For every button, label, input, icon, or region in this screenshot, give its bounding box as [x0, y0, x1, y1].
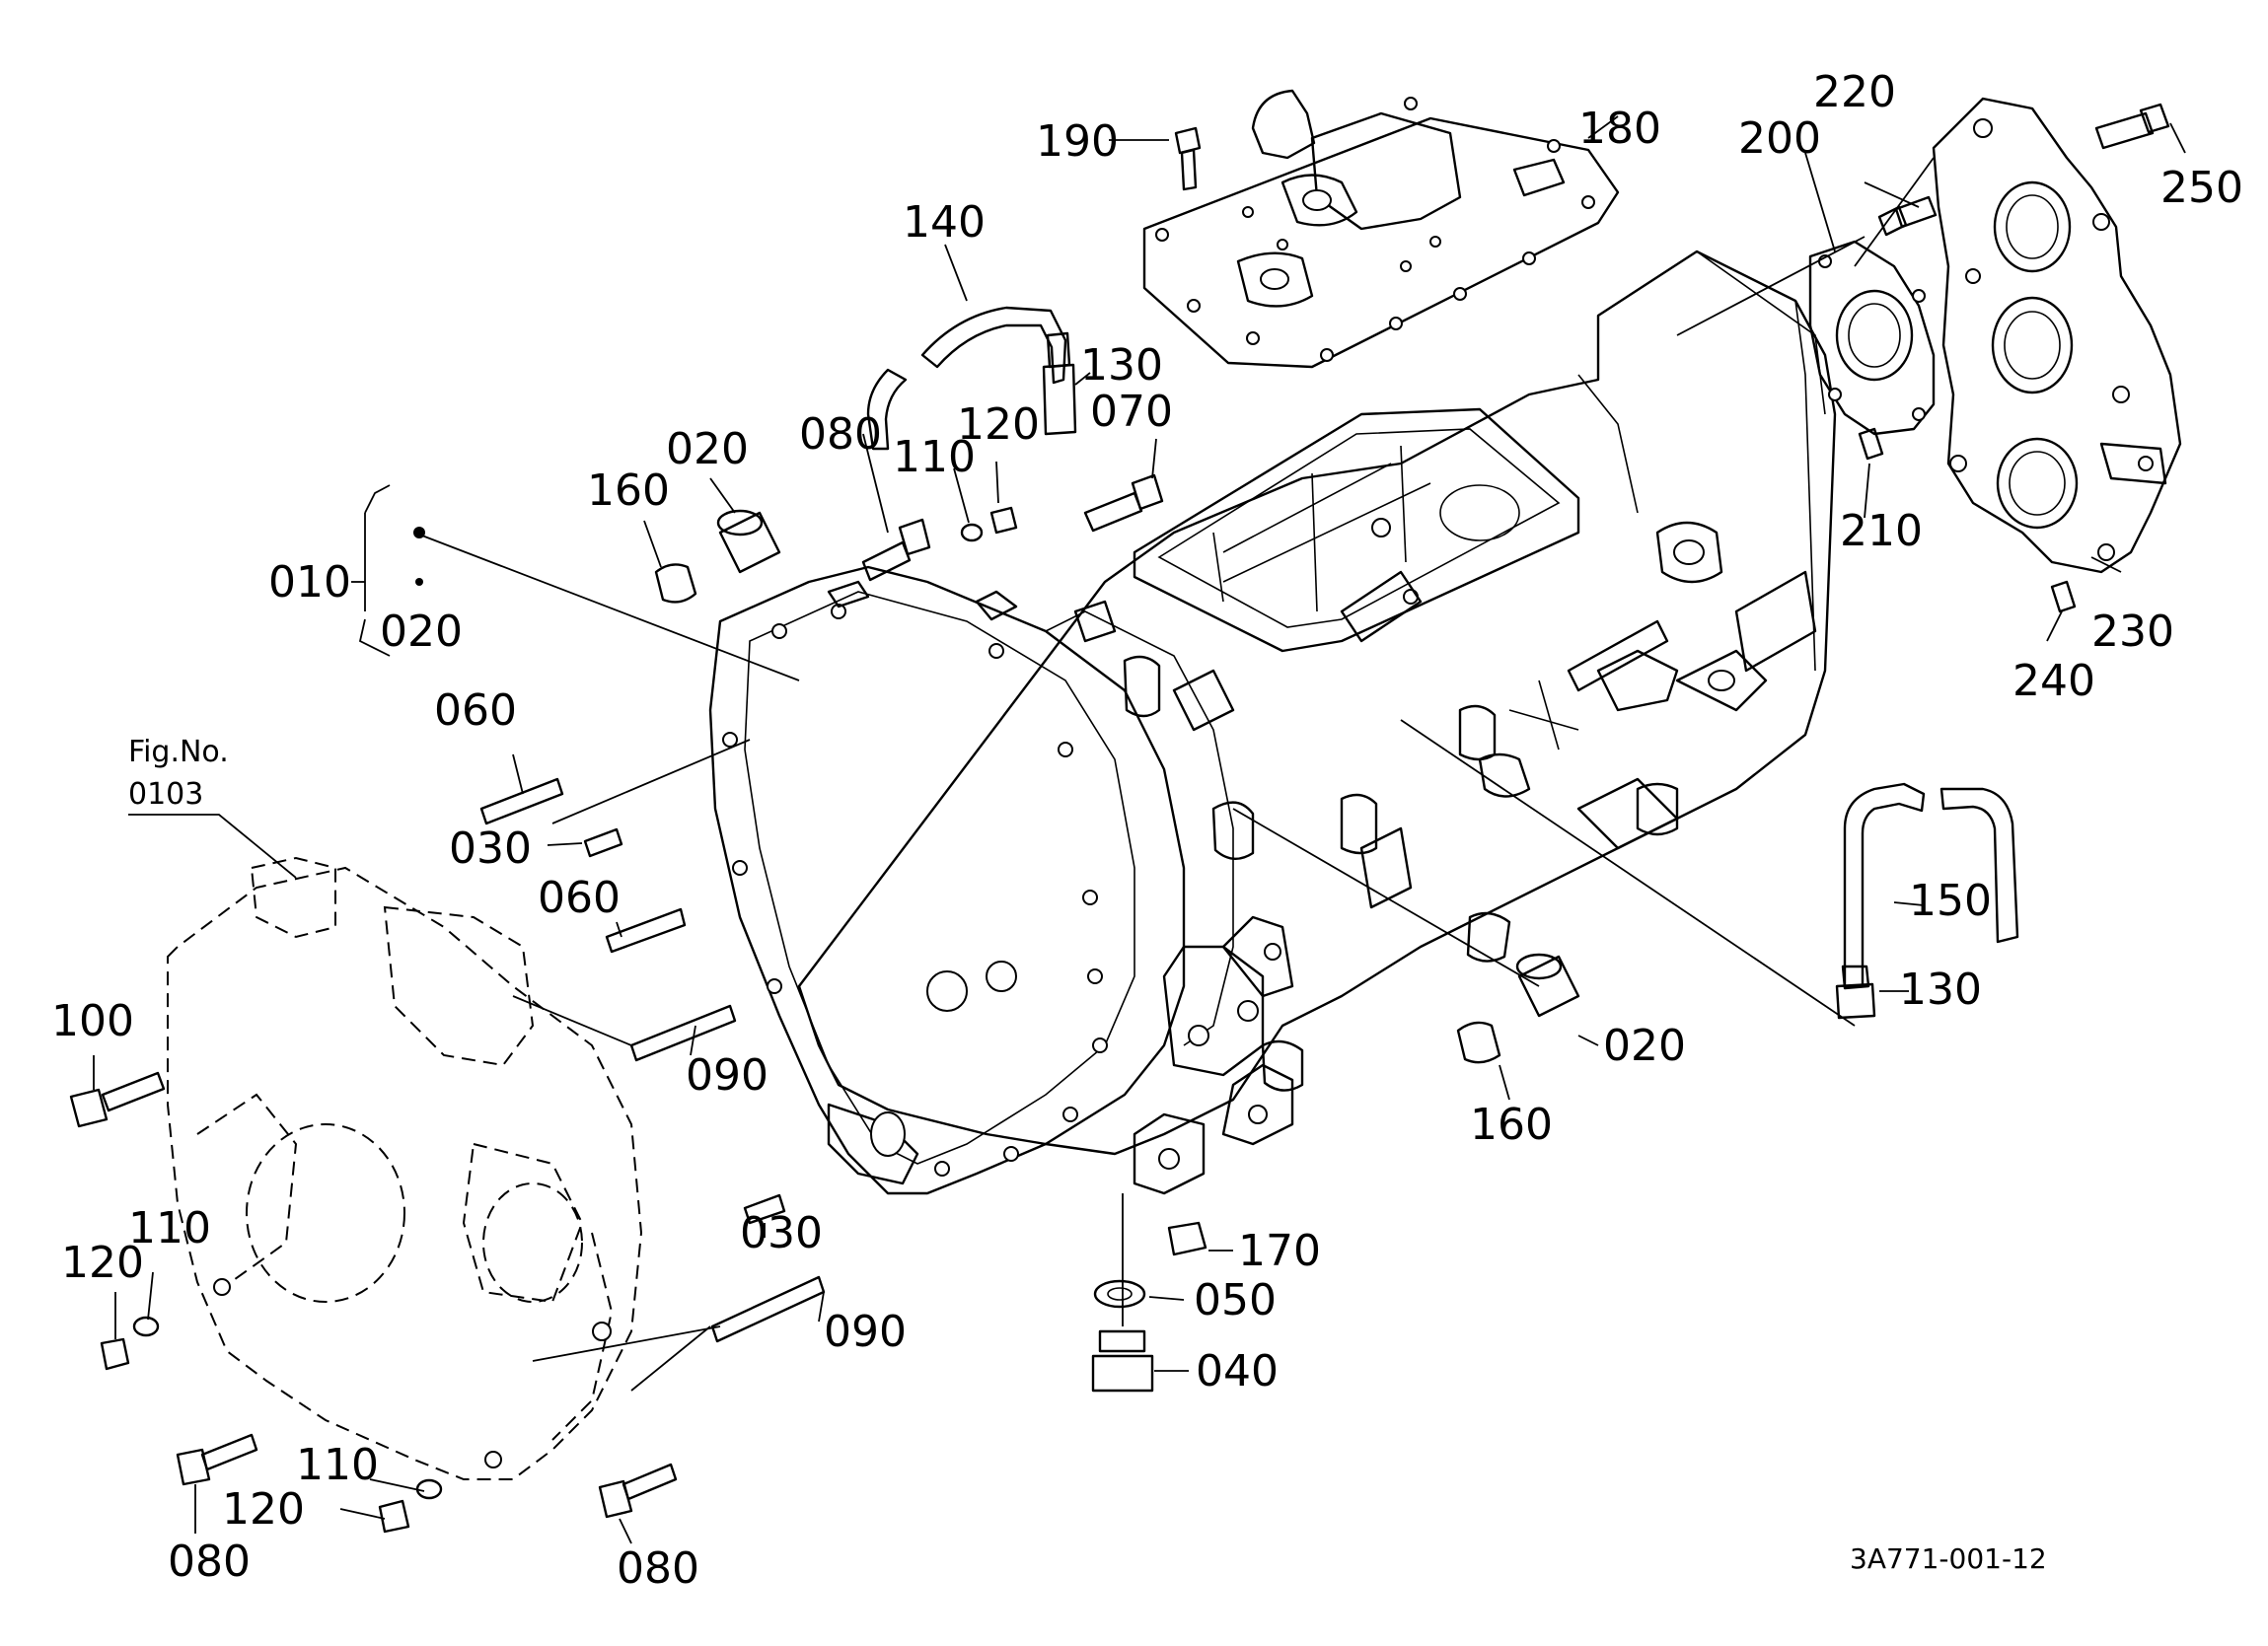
reference-dot-020: [415, 578, 423, 586]
callout-180: 180: [1578, 104, 1661, 154]
callout-110-left: 110: [128, 1203, 211, 1253]
callout-090-upper: 090: [686, 1050, 768, 1101]
callout-labels: 190 180 220 200 250 140 130 070 080 120 …: [51, 67, 2243, 1594]
callout-020-top: 020: [666, 424, 749, 474]
callout-080-bottom-right: 080: [617, 1543, 699, 1594]
callout-190: 190: [1036, 116, 1119, 167]
figure-reference-label: Fig.No.: [128, 735, 229, 769]
callout-080-top: 080: [799, 409, 882, 460]
callout-240: 240: [2012, 656, 2095, 706]
callout-140: 140: [903, 197, 986, 248]
callout-020-right: 020: [1603, 1021, 1686, 1071]
callout-120-left: 120: [61, 1238, 144, 1288]
rear-bearing-plate: [1932, 97, 2182, 574]
callout-070: 070: [1090, 387, 1173, 437]
callout-080-bottom-left: 080: [168, 1537, 251, 1587]
bearing-retainer: [1808, 240, 1936, 436]
reference-dot-010: [413, 527, 425, 538]
callout-090-lower: 090: [824, 1307, 907, 1357]
callout-200: 200: [1738, 113, 1821, 164]
small-parts: [69, 103, 2170, 1534]
callout-160-top: 160: [587, 465, 670, 516]
drawing-number: 3A771-001-12: [1850, 1542, 2047, 1575]
callout-120-bottom: 120: [222, 1484, 305, 1535]
callout-100: 100: [51, 996, 134, 1046]
callout-110-top: 110: [893, 432, 976, 482]
figure-reference-number: 0103: [128, 777, 203, 812]
callout-120-top: 120: [957, 399, 1040, 450]
callout-110-bottom: 110: [296, 1440, 379, 1490]
front-cover-phantom: [167, 856, 643, 1480]
breather-pipe-side: [1843, 782, 2019, 988]
callout-040: 040: [1196, 1346, 1279, 1396]
breather-pipe: [866, 306, 1067, 451]
callout-010: 010: [268, 557, 351, 608]
leader-lines: [93, 115, 2186, 1544]
callout-210: 210: [1840, 506, 1923, 556]
callout-030-upper: 030: [449, 823, 532, 874]
callout-230: 230: [2091, 607, 2174, 657]
callout-160-right: 160: [1470, 1100, 1553, 1150]
callout-170: 170: [1238, 1226, 1321, 1276]
callout-020-set: 020: [380, 607, 463, 657]
callout-130-top: 130: [1080, 340, 1163, 391]
top-cover-plate: [1142, 89, 1620, 369]
callout-050: 050: [1194, 1275, 1277, 1325]
callout-220: 220: [1813, 67, 1896, 117]
callout-250: 250: [2160, 163, 2243, 213]
callout-130-side: 130: [1899, 965, 1982, 1015]
callout-060-upper: 060: [434, 685, 517, 736]
callout-060-lower: 060: [538, 873, 621, 923]
callout-150: 150: [1909, 876, 1992, 926]
callout-030-lower: 030: [740, 1208, 823, 1258]
